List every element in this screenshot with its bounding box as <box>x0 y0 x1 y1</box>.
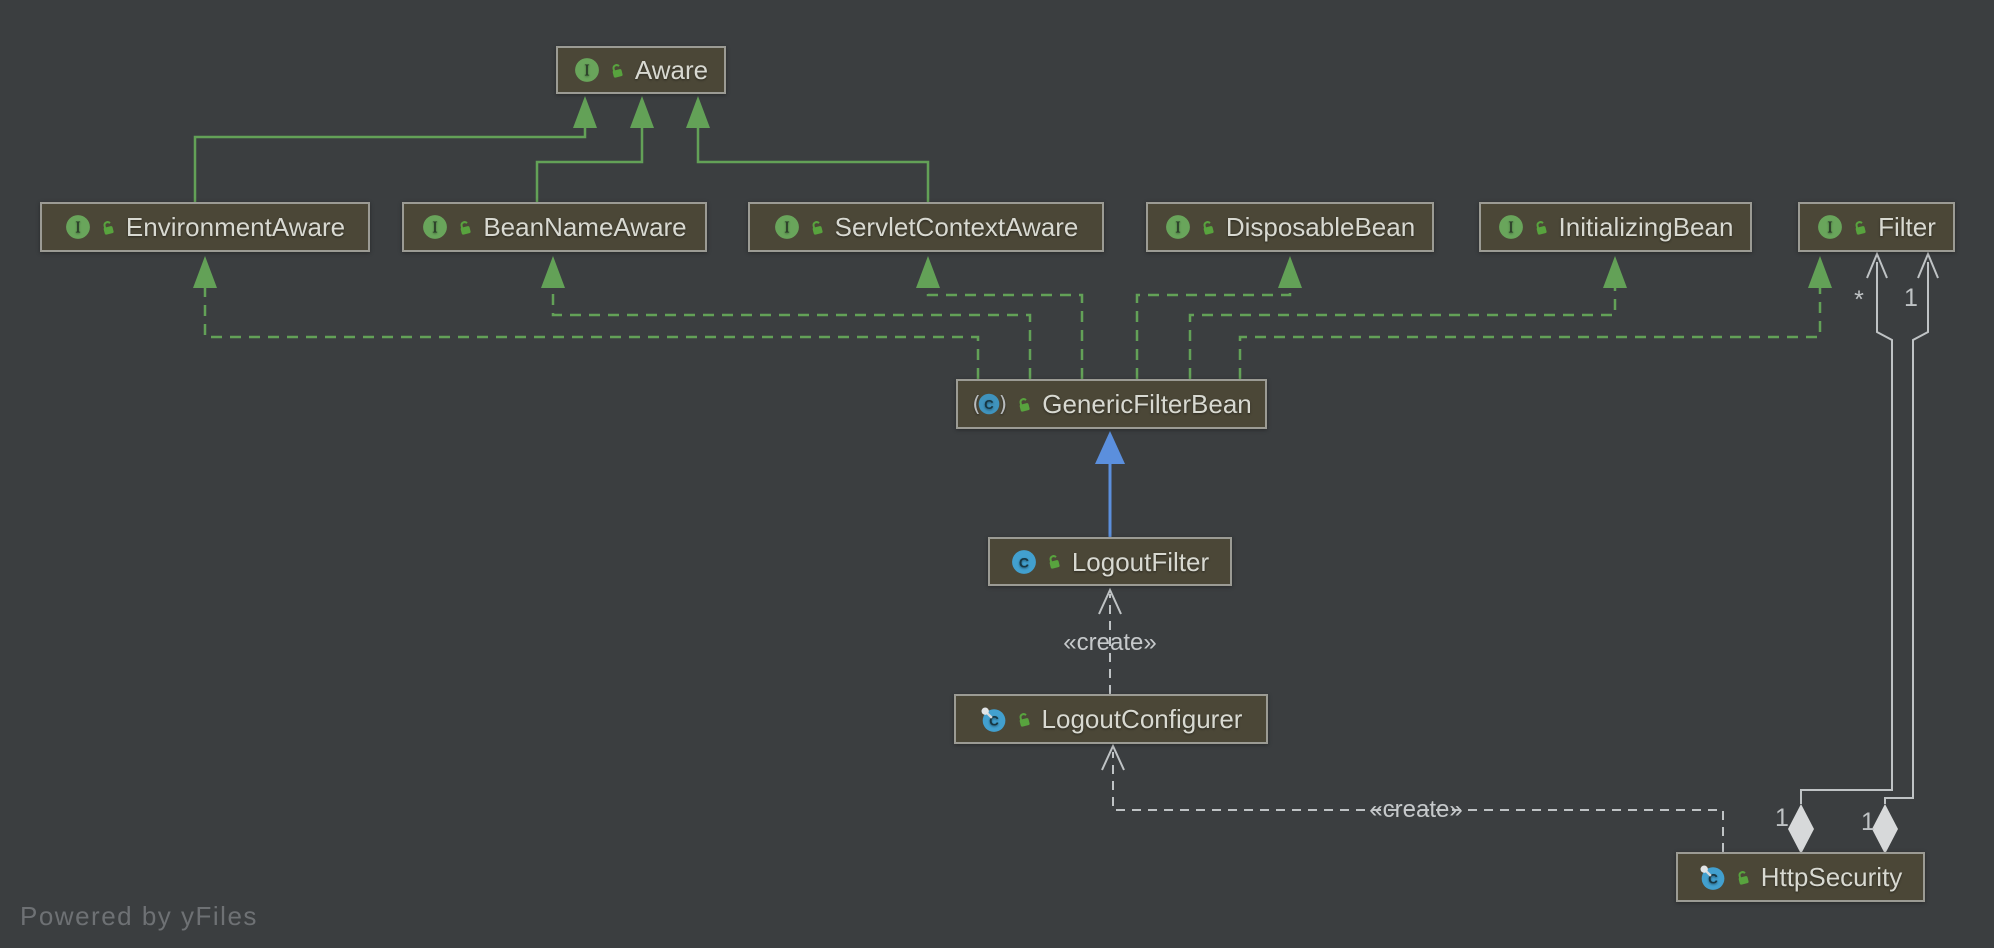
node-bean-name-aware[interactable]: I BeanNameAware <box>402 202 707 252</box>
node-filter[interactable]: I Filter <box>1798 202 1955 252</box>
edge-logoutconfigurer-creates-logoutfilter[interactable] <box>1098 587 1122 694</box>
edge-beannameaware-extends-aware[interactable] <box>535 96 654 202</box>
interface-icon: I <box>774 215 799 239</box>
interface-icon: I <box>1165 215 1190 239</box>
node-logout-filter[interactable]: C LogoutFilter <box>988 537 1232 586</box>
abstract-class-icon: ( C ) <box>972 393 1007 417</box>
edge-httpsecurity-aggregates-filter-star[interactable]: * 1 <box>1775 251 1893 854</box>
svg-text:I: I <box>1175 218 1181 236</box>
svg-text:I: I <box>1508 218 1514 236</box>
create-label-httpsecurity-logoutconfigurer: «create» <box>1369 796 1463 823</box>
svg-text:(: ( <box>972 393 980 417</box>
node-label: Filter <box>1878 212 1936 242</box>
node-http-security[interactable]: C HttpSecurity <box>1676 852 1925 902</box>
node-disposable-bean[interactable]: I DisposableBean <box>1146 202 1434 252</box>
open-lock-icon <box>1536 220 1547 235</box>
edge-gfb-implements-environmentaware[interactable] <box>193 256 980 379</box>
node-environment-aware[interactable]: I EnvironmentAware <box>40 202 370 252</box>
node-label: HttpSecurity <box>1760 862 1903 892</box>
edge-gfb-implements-servletcontextaware[interactable] <box>916 256 1084 379</box>
aggregation-diamond <box>1788 804 1814 854</box>
interface-icon: I <box>1818 215 1843 239</box>
multiplicity-one-target: 1 <box>1904 284 1918 312</box>
svg-text:I: I <box>784 218 790 236</box>
edge-servletcontextaware-extends-aware[interactable] <box>686 96 930 202</box>
node-label: Aware <box>634 55 709 85</box>
node-label: EnvironmentAware <box>125 212 346 242</box>
interface-icon: I <box>65 215 90 239</box>
svg-text:C: C <box>1708 871 1718 886</box>
open-lock-icon <box>103 220 114 235</box>
open-lock-icon <box>812 220 823 235</box>
create-label-logoutconfigurer-logoutfilter: «create» <box>1063 629 1157 656</box>
node-servlet-context-aware[interactable]: I ServletContextAware <box>748 202 1104 252</box>
node-label: ServletContextAware <box>834 212 1079 242</box>
open-lock-icon <box>1019 397 1030 412</box>
svg-text:I: I <box>584 61 590 79</box>
edge-environmentaware-extends-aware[interactable] <box>193 96 597 202</box>
class-icon: C <box>1011 549 1036 574</box>
multiplicity-one-source-right: 1 <box>1861 808 1875 836</box>
svg-text:I: I <box>432 218 438 236</box>
interface-icon: I <box>1498 215 1523 239</box>
node-label: LogoutFilter <box>1071 546 1210 577</box>
open-lock-icon <box>1855 220 1866 235</box>
node-label: InitializingBean <box>1558 212 1734 242</box>
node-label: DisposableBean <box>1225 212 1416 242</box>
svg-text:I: I <box>1827 218 1833 236</box>
multiplicity-one-source-left: 1 <box>1775 804 1789 832</box>
open-lock-icon <box>460 220 471 235</box>
open-lock-icon <box>1738 870 1749 885</box>
aggregation-diamond <box>1872 804 1898 854</box>
node-label: GenericFilterBean <box>1042 389 1252 419</box>
node-initializing-bean[interactable]: I InitializingBean <box>1479 202 1752 252</box>
node-label: LogoutConfigurer <box>1041 704 1243 734</box>
node-logout-configurer[interactable]: C LogoutConfigurer <box>954 694 1268 744</box>
svg-text:): ) <box>999 393 1007 417</box>
edge-gfb-implements-filter[interactable] <box>1238 256 1832 379</box>
edge-gfb-implements-initializingbean[interactable] <box>1188 256 1627 379</box>
edge-gfb-implements-disposablebean[interactable] <box>1135 256 1302 379</box>
edge-httpsecurity-creates-logoutconfigurer[interactable] <box>1101 743 1724 852</box>
edge-gfb-implements-beannameaware[interactable] <box>541 256 1032 379</box>
edge-httpsecurity-aggregates-filter-one[interactable]: 1 1 <box>1861 251 1939 854</box>
edge-logoutfilter-extends-gfb[interactable] <box>1095 431 1125 537</box>
svg-text:I: I <box>75 218 81 236</box>
svg-text:C: C <box>989 713 999 728</box>
open-lock-icon <box>1019 712 1030 727</box>
node-aware[interactable]: I Aware <box>556 46 726 94</box>
interface-icon: I <box>574 58 599 82</box>
svg-text:C: C <box>1019 554 1029 570</box>
node-label: BeanNameAware <box>483 212 687 242</box>
powered-by-yfiles-label: Powered by yFiles <box>20 901 258 931</box>
open-lock-icon <box>1049 555 1060 569</box>
final-class-icon: C <box>1700 865 1725 890</box>
interface-icon: I <box>423 215 448 239</box>
node-generic-filter-bean[interactable]: ( C ) GenericFilterBean <box>956 379 1267 429</box>
svg-text:C: C <box>985 397 995 412</box>
final-class-icon: C <box>981 707 1005 732</box>
multiplicity-star: * <box>1854 286 1864 314</box>
open-lock-icon <box>612 63 623 78</box>
open-lock-icon <box>1203 220 1214 235</box>
